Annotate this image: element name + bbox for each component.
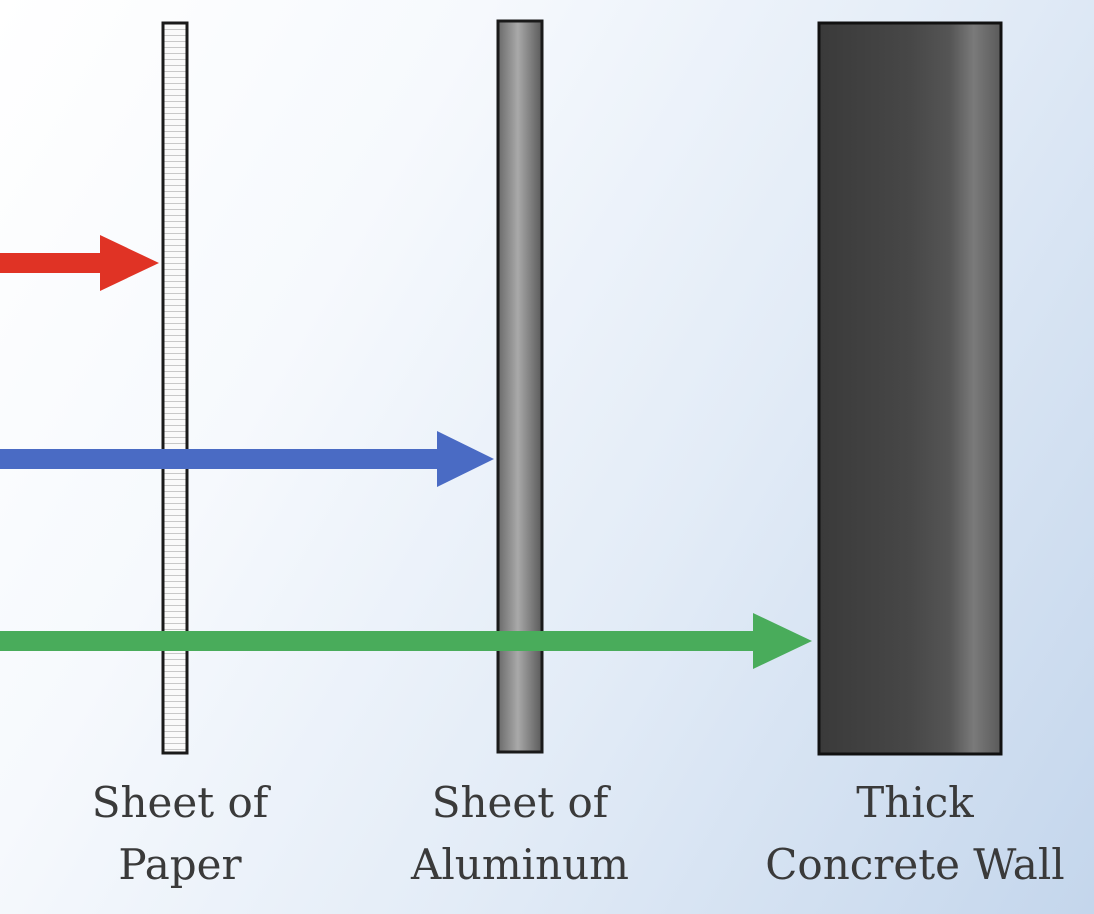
paper-label-line-2: Paper xyxy=(118,840,242,889)
green-arrow xyxy=(0,613,812,669)
aluminum-label-line-2: Aluminum xyxy=(411,840,629,889)
concrete-label: Thick Concrete Wall xyxy=(760,772,1070,896)
aluminum-label: Sheet of Aluminum xyxy=(395,772,645,896)
concrete-label-line-1: Thick xyxy=(856,778,974,827)
concrete-label-line-2: Concrete Wall xyxy=(765,840,1065,889)
paper-label-line-1: Sheet of xyxy=(91,778,269,827)
aluminum-label-line-1: Sheet of xyxy=(431,778,609,827)
paper-label: Sheet of Paper xyxy=(60,772,300,896)
aluminum-sheet xyxy=(496,19,544,754)
concrete-wall xyxy=(817,21,1003,756)
blue-arrow xyxy=(0,431,494,487)
red-arrow xyxy=(0,235,159,291)
